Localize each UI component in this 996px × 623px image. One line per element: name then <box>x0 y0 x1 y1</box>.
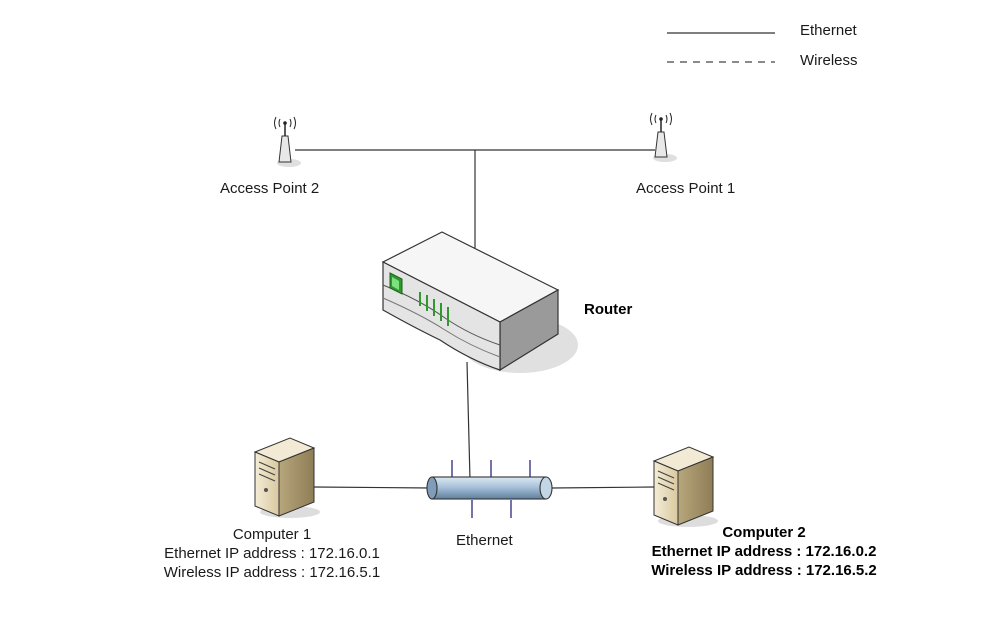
access-point-1-label: Access Point 1 <box>636 180 736 197</box>
computer-2-name: Computer 2 <box>722 524 806 541</box>
ethernet-bus-icon <box>426 460 553 518</box>
legend-ethernet-label: Ethernet <box>800 22 857 39</box>
computer-1-icon <box>253 437 320 518</box>
access-point-2-label: Access Point 2 <box>220 180 320 197</box>
legend-wireless-label: Wireless <box>800 52 858 69</box>
legend <box>667 32 775 63</box>
access-point-2-icon <box>274 116 301 167</box>
access-point-1-icon <box>650 112 677 162</box>
computer-2-wireless-ip: Wireless IP address : 172.16.5.2 <box>651 562 877 579</box>
connections <box>295 149 655 489</box>
computer2-to-bus-link <box>551 486 655 489</box>
ethernet-bus-label: Ethernet <box>456 532 513 549</box>
computer1-to-bus-link <box>313 486 432 489</box>
computer-2-ethernet-ip: Ethernet IP address : 172.16.0.2 <box>651 543 877 560</box>
computer-1-ethernet-ip: Ethernet IP address : 172.16.0.1 <box>164 545 380 562</box>
router-to-bus-link <box>466 361 471 481</box>
router-icon <box>381 231 578 373</box>
computer-1-wireless-ip: Wireless IP address : 172.16.5.1 <box>163 564 381 581</box>
computer-2-icon <box>652 446 718 527</box>
router-label: Router <box>584 301 633 318</box>
computer-1-name: Computer 1 <box>232 526 312 543</box>
